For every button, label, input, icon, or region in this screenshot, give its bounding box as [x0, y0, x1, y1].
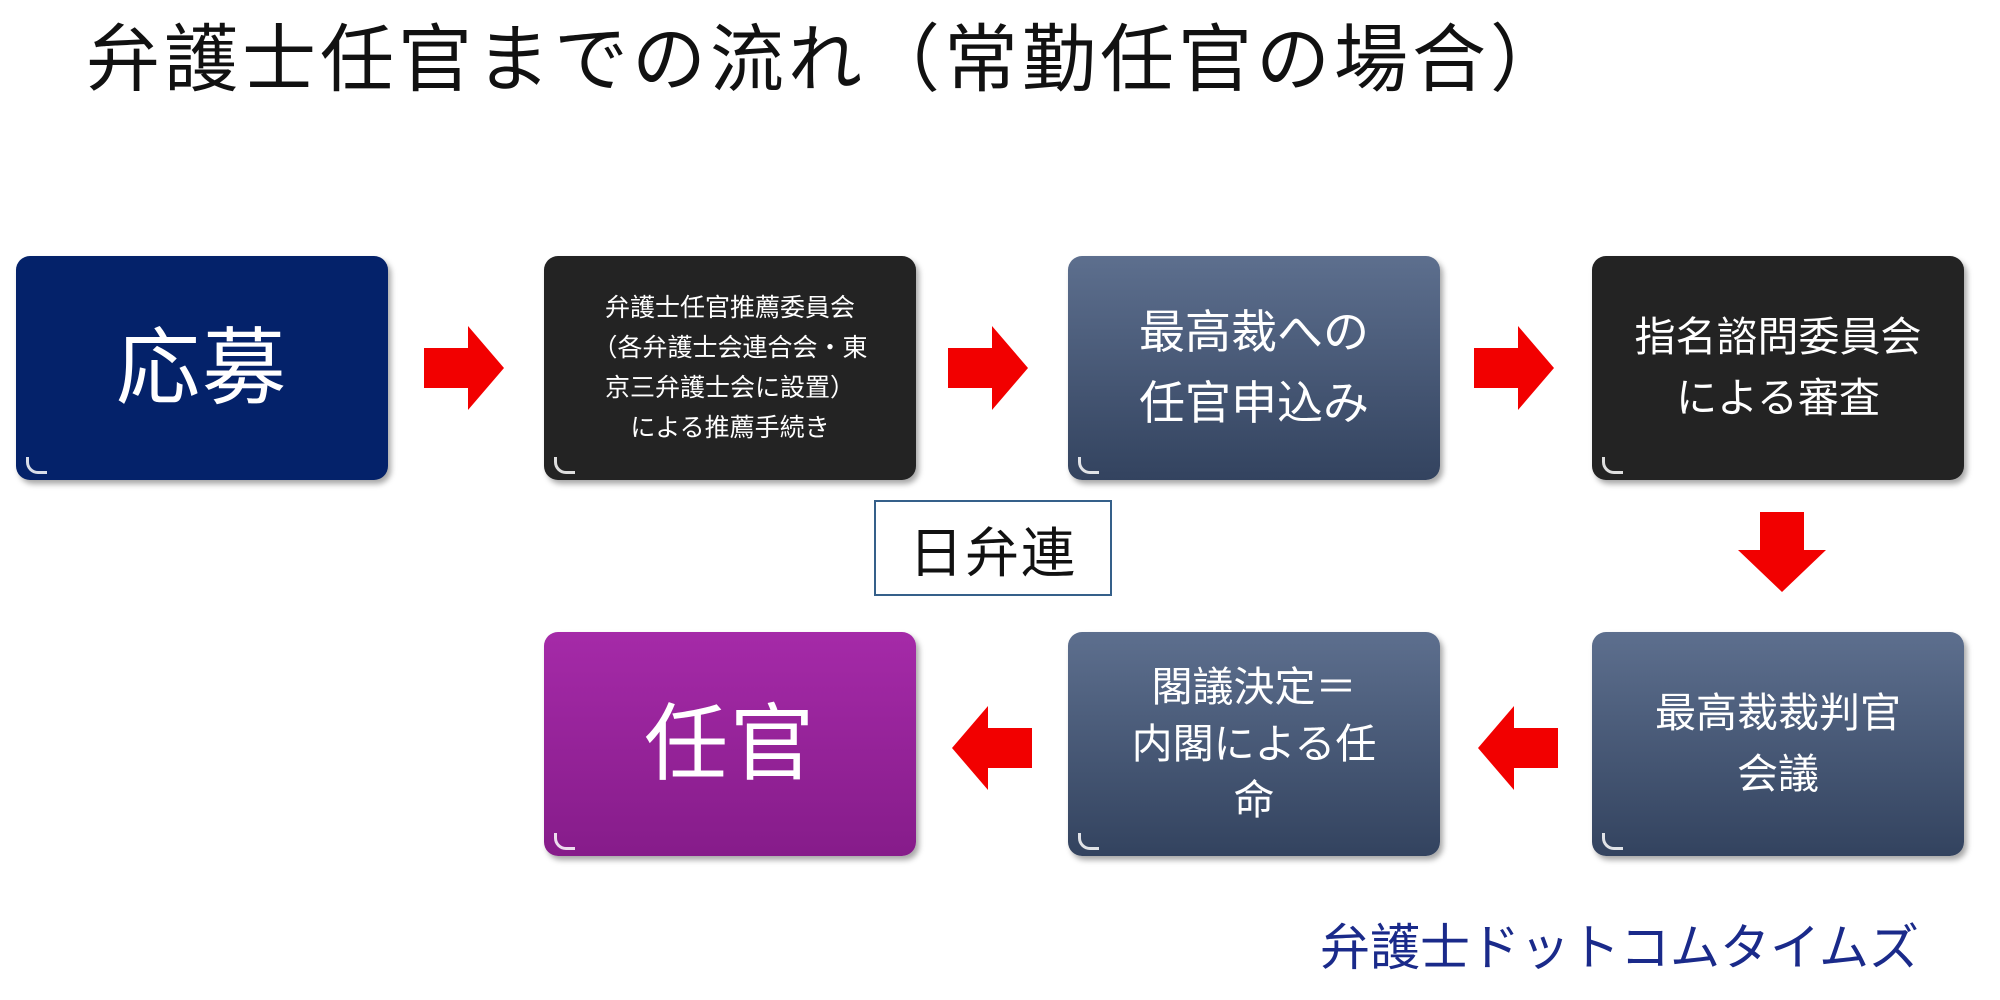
supreme-apply-line-1: 最高裁への	[1139, 304, 1369, 359]
step-apply: 応募	[16, 256, 388, 480]
recommend-line-1: 弁護士任官推薦委員会	[604, 293, 855, 322]
judges-conf-line-1: 最高裁裁判官	[1655, 688, 1901, 737]
step-cabinet-decision-label: 閣議決定＝ 内閣による任 命	[1132, 659, 1377, 829]
page-title: 弁護士任官までの流れ（常勤任官の場合）	[86, 17, 1568, 103]
arrow-down-icon	[1738, 512, 1826, 592]
nichibenren-label: 日弁連	[874, 500, 1112, 596]
step-advisory-review-label: 指名諮問委員会 による審査	[1635, 307, 1922, 430]
step-advisory-review: 指名諮問委員会 による審査	[1592, 256, 1964, 480]
advisory-line-1: 指名諮問委員会	[1634, 312, 1922, 361]
advisory-line-2: による審査	[1676, 374, 1880, 422]
cabinet-line-2: 内閣による任	[1131, 719, 1377, 768]
arrow-right-icon	[424, 326, 504, 410]
recommend-line-3: 京三弁護士会に設置）	[604, 373, 855, 402]
supreme-apply-line-2: 任官申込み	[1139, 376, 1369, 430]
step-supreme-judges-conference-label: 最高裁裁判官 会議	[1655, 683, 1901, 806]
arrow-right-icon	[1474, 326, 1554, 410]
judges-conf-line-2: 会議	[1737, 750, 1819, 798]
recommend-line-2: （各弁護士会連合会・東	[592, 333, 868, 362]
cabinet-line-1: 閣議決定＝	[1151, 663, 1357, 712]
arrow-right-icon	[948, 326, 1028, 410]
step-supreme-court-application: 最高裁への 任官申込み	[1068, 256, 1440, 480]
step-supreme-judges-conference: 最高裁裁判官 会議	[1592, 632, 1964, 856]
arrow-left-icon	[952, 706, 1032, 790]
step-apply-label: 応募	[115, 318, 288, 417]
step-cabinet-decision: 閣議決定＝ 内閣による任 命	[1068, 632, 1440, 856]
cabinet-line-3: 命	[1233, 776, 1275, 825]
step-supreme-court-application-label: 最高裁への 任官申込み	[1139, 297, 1369, 440]
step-recommendation-label: 弁護士任官推薦委員会 （各弁護士会連合会・東 京三弁護士会に設置） による推薦手…	[592, 288, 867, 448]
source-credit: 弁護士ドットコムタイムズ	[1320, 919, 1919, 977]
arrow-left-icon	[1478, 706, 1558, 790]
recommend-line-4: による推薦手続き	[630, 413, 830, 442]
step-appointment-label: 任官	[643, 694, 816, 793]
step-appointment: 任官	[544, 632, 916, 856]
step-recommendation: 弁護士任官推薦委員会 （各弁護士会連合会・東 京三弁護士会に設置） による推薦手…	[544, 256, 916, 480]
